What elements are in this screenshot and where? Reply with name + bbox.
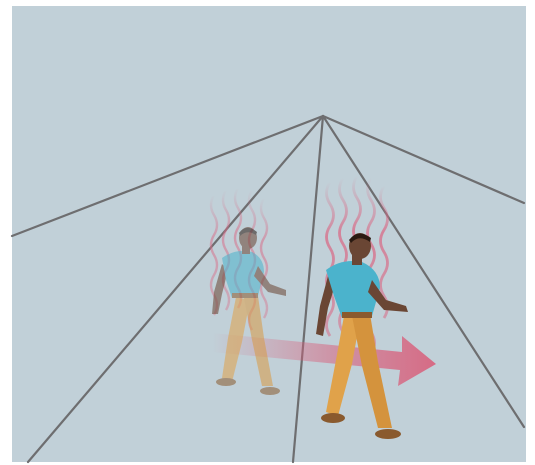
ghost-figure-belt <box>232 293 258 298</box>
main-figure-belt <box>342 312 372 318</box>
main-figure-shoe <box>375 429 401 439</box>
ghost-figure-shoe <box>260 387 280 395</box>
ghost-figure-shoe <box>216 378 236 386</box>
main-figure-shoe <box>321 413 345 423</box>
